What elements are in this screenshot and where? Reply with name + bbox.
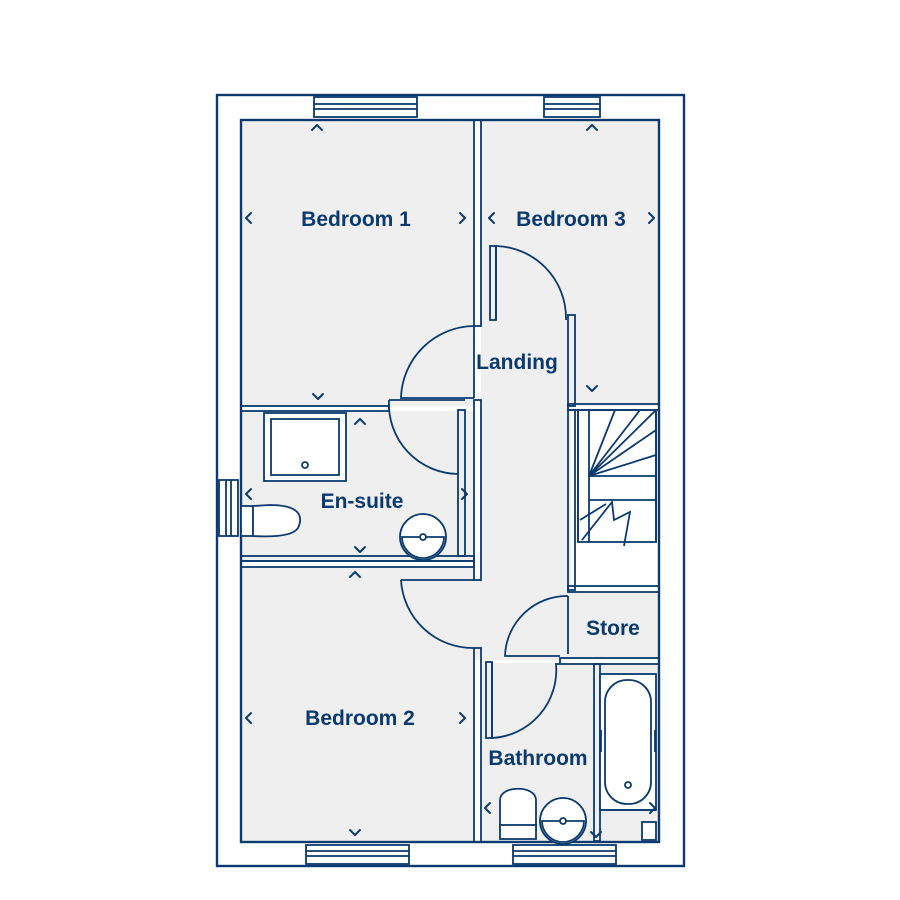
door-bedroom1: [400, 325, 475, 399]
arrow-up-icon: [311, 124, 323, 131]
window-bathroom: [512, 844, 617, 865]
arrow-down-icon: [590, 831, 602, 838]
door-store: [504, 595, 569, 657]
arrow-up-icon: [586, 124, 598, 131]
label-store: Store: [586, 617, 640, 640]
shower-drain: [301, 461, 309, 469]
arrow-left-icon: [484, 802, 491, 814]
staircase: [577, 409, 657, 547]
arrow-right-icon: [461, 488, 468, 500]
window-bedroom3: [543, 96, 601, 118]
stair-break-line: [581, 499, 632, 547]
ensuite-wc: [240, 504, 301, 538]
door-ensuite: [388, 399, 465, 475]
floor-areas: [241, 120, 659, 841]
arrow-right-icon: [459, 712, 466, 724]
door-bedroom3: [495, 245, 567, 320]
fixtures: [240, 412, 657, 845]
wall-b3-stairs: [567, 314, 576, 407]
arrow-left-icon: [245, 712, 252, 724]
door-bedroom2: [400, 579, 475, 649]
bedroom1-floor: [241, 120, 474, 406]
window-ensuite: [218, 479, 239, 537]
wall-ensuite-b2: [240, 560, 475, 568]
label-landing: Landing: [476, 351, 558, 374]
arrow-down-icon: [586, 385, 598, 392]
dimension-arrows: [245, 124, 656, 838]
window-bedroom1: [313, 96, 418, 118]
bathroom-basin: [539, 797, 587, 845]
store-floor: [568, 592, 659, 658]
bath: [599, 673, 657, 811]
doors: [388, 245, 569, 739]
arrow-down-icon: [349, 829, 361, 836]
arrow-down-icon: [312, 393, 324, 400]
arrow-right-icon: [648, 212, 655, 224]
wall-store-bathroom: [559, 657, 660, 665]
outer-walls: [215, 93, 686, 868]
ensuite-basin: [399, 513, 447, 561]
arrow-up-icon: [349, 571, 361, 578]
arrow-left-icon: [245, 212, 252, 224]
arrow-left-icon: [245, 488, 252, 500]
arrow-down-icon: [354, 546, 366, 553]
windows: [218, 96, 617, 865]
wall-b1-b3: [473, 119, 482, 327]
label-bedroom2: Bedroom 2: [305, 707, 415, 730]
window-bedroom2: [305, 844, 410, 865]
label-bedroom1: Bedroom 1: [301, 208, 411, 231]
label-ensuite: En-suite: [321, 490, 404, 513]
wall-b1-ensuite: [240, 405, 390, 412]
room-labels: Bedroom 1 Bedroom 3 Landing En-suite Sto…: [301, 208, 640, 770]
outer-wall: [215, 93, 686, 868]
label-bedroom3: Bedroom 3: [516, 208, 626, 231]
arrow-left-icon: [488, 212, 495, 224]
internal-walls: [240, 119, 660, 843]
wall-ensuite-landing: [473, 399, 482, 581]
arrow-right-icon: [649, 802, 656, 814]
cupboard: [641, 821, 657, 841]
label-bathroom: Bathroom: [488, 747, 587, 770]
landing-lower-floor: [401, 580, 481, 660]
arrow-up-icon: [354, 418, 366, 425]
inner-wall: [239, 118, 661, 844]
bathroom-wc: [499, 787, 537, 840]
landing-floor: [481, 315, 571, 660]
arrow-right-icon: [459, 212, 466, 224]
door-bathroom: [491, 662, 560, 739]
wall-b2-bathroom: [473, 647, 482, 843]
